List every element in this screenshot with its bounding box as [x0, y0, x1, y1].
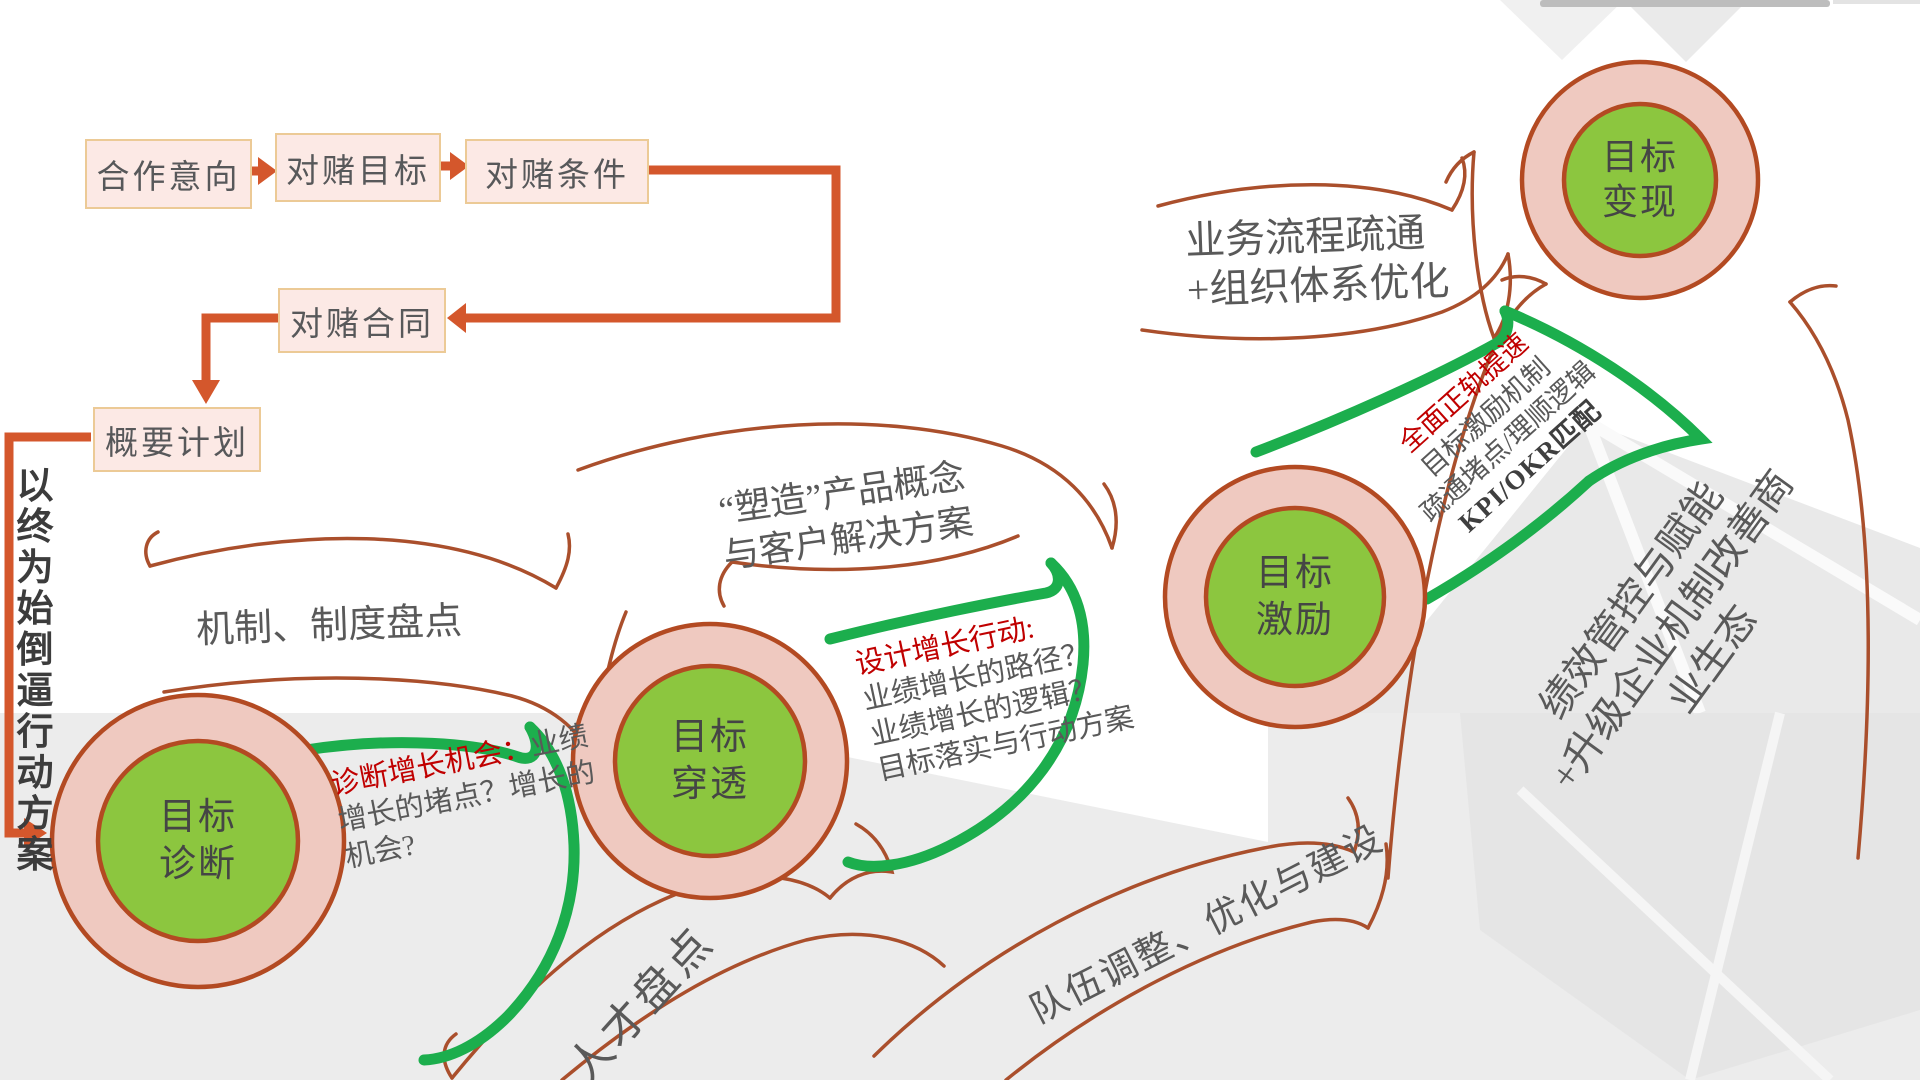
flow-box-bet-contract: 对赌合同 [278, 288, 446, 353]
product-banner-hook [717, 560, 734, 608]
flow-box-label: 对赌目标 [286, 153, 430, 190]
mechanism-banner-bottom [162, 676, 592, 758]
product-banner-bottom [730, 534, 1020, 572]
stage-label-monetization: 目标 变现 [1602, 135, 1678, 225]
connector-3-4 [466, 165, 841, 323]
growth-arrow-2-top [824, 557, 1064, 645]
stage-circle-incentive [1162, 464, 1428, 730]
stage-label-line: 变现 [1601, 182, 1679, 222]
process-banner-rise [1470, 150, 1496, 340]
flow-box-summary-plan: 概要计划 [93, 407, 261, 472]
side-note-vertical-text: 以终为始倒逼行动方案 [16, 466, 54, 876]
flow-box-label: 概要计划 [105, 425, 249, 462]
stage-circle-penetration [570, 621, 850, 901]
inner-core [1561, 101, 1719, 259]
stage-label-line: 目标 [1256, 553, 1334, 594]
team-banner-tip [1346, 796, 1361, 854]
connector-4-5 [201, 313, 278, 380]
connector-5-diagnosis [4, 432, 91, 838]
growth-arrow-1-sweep [418, 721, 580, 1066]
growth-arrow-1-top [300, 721, 542, 764]
stage-circles [49, 59, 1761, 990]
stage-label-diagnosis: 目标 诊断 [159, 794, 237, 888]
stage-label-line: 目标 [1601, 137, 1679, 177]
team-banner-top [872, 841, 1356, 1058]
stage-label-line: 目标 [671, 717, 749, 758]
flow-box-label: 合作意向 [96, 160, 241, 196]
mechanism-banner-hook [144, 530, 160, 568]
talent-banner-notch [828, 822, 895, 900]
process-banner-point [1492, 252, 1513, 340]
growth-arrow-2-sweep [842, 557, 1090, 872]
performance-banner-right-hook [1788, 283, 1838, 304]
stage-label-line: 激励 [1256, 600, 1334, 641]
stage-circle-diagnosis [49, 692, 347, 990]
inner-core [612, 663, 808, 859]
arrowhead-right-icon [24, 818, 47, 848]
banner-label-line: +组织体系优化 [1186, 258, 1451, 313]
arrowhead-down-icon [192, 380, 220, 404]
flow-box-label: 对赌合同 [290, 306, 434, 343]
stage-label-line: 诊断 [159, 844, 237, 885]
flow-connectors [4, 161, 841, 838]
mechanism-banner-tip [554, 532, 572, 590]
process-banner-top [1156, 183, 1454, 212]
process-banner-tip [1450, 156, 1467, 212]
growth-arrow-3-bottom [1421, 475, 1595, 605]
flow-box-bet-conditions: 对赌条件 [465, 139, 649, 204]
process-banner-bottom [1140, 252, 1510, 341]
team-banner-bottom [1004, 917, 1370, 1080]
watermark-facet-top [1500, 0, 1624, 60]
watermark-stripe [1516, 786, 1834, 1080]
process-banner-rise-hook [1444, 150, 1476, 184]
flow-box-label: 对赌条件 [485, 157, 629, 194]
performance-banner-right [1788, 300, 1870, 860]
watermark-stripe [1685, 711, 1785, 1080]
product-banner-top [576, 422, 1114, 550]
watermark-facet-top [1624, 0, 1748, 62]
watermark-facet-upper [1352, 422, 1920, 713]
stage-circle-monetization [1519, 59, 1761, 301]
arrowhead-right-icon [258, 157, 277, 185]
banner-label-mechanism: 机制、制度盘点 [195, 600, 463, 652]
inner-core [1203, 505, 1387, 689]
watermark-facet-lower [1460, 713, 1920, 1080]
arrowhead-right-icon [450, 152, 469, 180]
top-right-bar-light [1833, 0, 1920, 4]
mechanism-banner-top [148, 536, 558, 590]
growth-arrow-3-head [1499, 305, 1713, 487]
flow-box-bet-target: 对赌目标 [275, 133, 441, 202]
flow-arrowheads [24, 152, 469, 848]
flow-box-cooperation-intent: 合作意向 [85, 139, 252, 209]
green-growth-arrows [300, 305, 1713, 1066]
growth-arrow-3-top [1250, 305, 1514, 458]
inner-core [95, 738, 301, 944]
arrowhead-left-icon [447, 303, 466, 333]
stage-label-penetration: 目标 穿透 [671, 714, 749, 808]
stage-label-incentive: 目标 激励 [1256, 550, 1334, 644]
top-right-bar [1540, 0, 1830, 7]
stage-label-line: 目标 [159, 797, 237, 838]
performance-banner-left-hook [1500, 274, 1548, 286]
team-banner-point [1366, 842, 1389, 930]
banner-label-process: 业务流程疏通 +组织体系优化 [1184, 207, 1450, 314]
stage-label-line: 穿透 [671, 764, 749, 805]
talent-banner-bottom [560, 932, 946, 1080]
product-banner-tip [1102, 482, 1118, 550]
